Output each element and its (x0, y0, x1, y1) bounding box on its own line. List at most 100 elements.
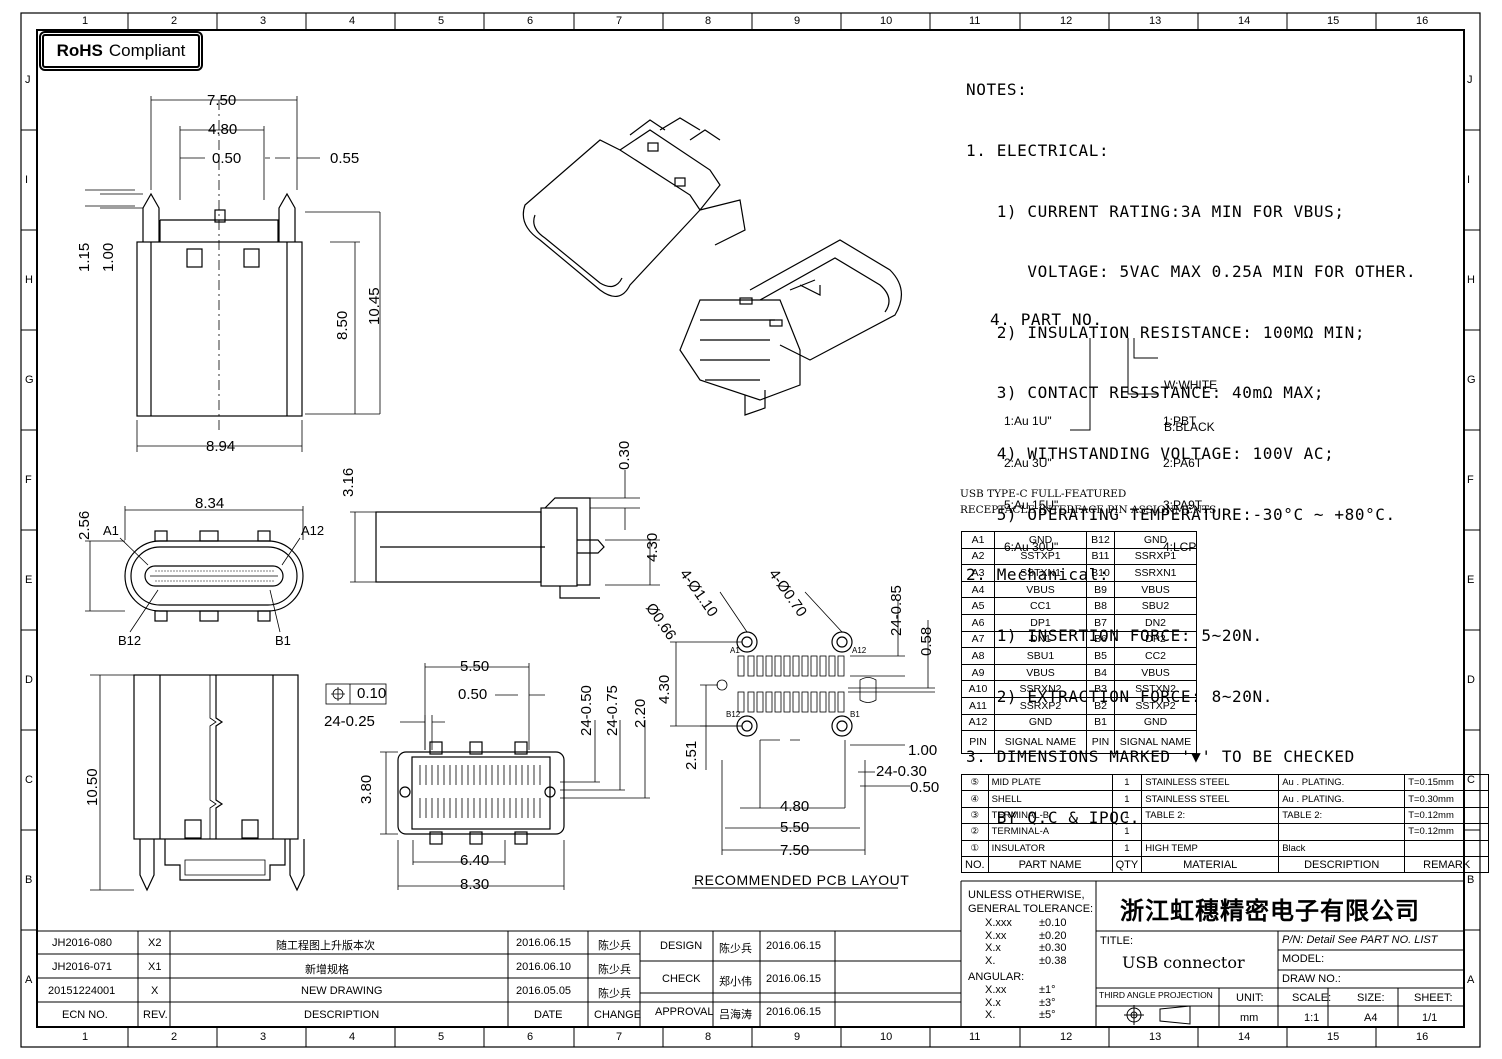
pin-signal-cell: SSTXN1 (994, 564, 1087, 582)
ang-key: X.xx (985, 984, 1007, 996)
scale-label: SCALE: (1292, 992, 1332, 1004)
pin-table-title-line: RECEPTACLE INTERFACE PIN ASSIGNMENTS (960, 504, 1217, 516)
dim-p2430: 24-0.30 (876, 763, 927, 780)
rev-header-ecn: ECN NO. (62, 1009, 108, 1021)
grid-col: 15 (1327, 15, 1340, 27)
iso-view-2 (679, 239, 902, 416)
rev-change: 陈少兵 (598, 988, 631, 1000)
rev-change: 陈少兵 (598, 964, 631, 976)
grid-row: E (25, 574, 33, 586)
rev-code: X (151, 985, 159, 997)
grid-row: I (1467, 174, 1471, 186)
pin-table-title-line: USB TYPE-C FULL-FEATURED (960, 488, 1127, 500)
rev-ecn: JH2016-080 (52, 937, 112, 949)
approval-name: 吕海涛 (719, 1009, 752, 1021)
grid-row: F (1467, 474, 1474, 486)
grid-row: J (25, 74, 31, 86)
tolerance-block: UNLESS OTHERWISE, GENERAL TOLERANCE: (968, 888, 1093, 916)
notes-line: 1. ELECTRICAL: (966, 141, 1110, 161)
bom-header-cell: QTY (1111, 855, 1143, 874)
notes-line: 3) CONTACT RESISTANCE: 40mΩ MAX; (966, 383, 1325, 403)
bom-header-cell: REMARK (1404, 855, 1490, 874)
pin-header-cell: PIN (1086, 730, 1115, 755)
tol-position: 0.10 (357, 685, 387, 702)
tol-key: X. (985, 954, 996, 967)
grid-row: H (1467, 274, 1475, 286)
tol-key: X.x (985, 942, 1001, 954)
grid-col: 5 (438, 15, 445, 27)
grid-col: 16 (1416, 1031, 1429, 1043)
title-label: TITLE: (1100, 935, 1134, 947)
side-view-long-dims (90, 674, 134, 891)
rev-ecn: 20151224001 (48, 985, 116, 997)
grid-ticks (21, 13, 1480, 1047)
notes-line: 4) WITHSTANDING VOLTAGE: 100V AC; (966, 444, 1335, 464)
pcb-pads (737, 655, 845, 713)
tol-val: ±0.20 (1039, 929, 1067, 942)
unit-value: mm (1240, 1012, 1259, 1024)
grid-col: 10 (880, 15, 893, 27)
grid-row: B (1467, 874, 1475, 886)
rev-date: 2016.06.15 (516, 937, 572, 949)
draw-no-label: DRAW NO.: (1282, 973, 1341, 985)
grid-col: 11 (969, 1031, 981, 1043)
rev-code: X2 (148, 937, 162, 949)
ang-val: ±1° (1039, 984, 1056, 996)
pin-id-cell: A6 (961, 613, 995, 632)
grid-col: 15 (1327, 1031, 1340, 1043)
grid-col: 2 (171, 15, 178, 27)
grid-col: 6 (527, 15, 534, 27)
dim-pin-width: 0.50 (212, 150, 242, 167)
plating-code: 5:Au 15U" (1004, 498, 1059, 512)
pcb-b12: B12 (726, 710, 741, 719)
pin-id-cell: A1 (961, 531, 995, 549)
rohs-label: RoHS (56, 41, 103, 60)
rev-date: 2016.06.10 (516, 961, 572, 973)
ang-key: X. (985, 1009, 996, 1021)
ang-val: ±5° (1039, 1009, 1056, 1021)
grid-row: H (25, 274, 33, 286)
approval-date: 2016.06.15 (766, 973, 822, 985)
rev-code: X1 (148, 961, 162, 973)
pin-header-cell: PIN (961, 730, 995, 755)
dim-w050: 0.50 (458, 686, 488, 703)
grid-row: C (25, 774, 33, 786)
grid-col: 4 (349, 1031, 356, 1043)
rev-header-rev: REV. (143, 1009, 168, 1021)
grid-row: E (1467, 574, 1475, 586)
dim-p550: 5.50 (780, 819, 810, 836)
plating-code: 1:Au 1U" (1004, 414, 1052, 428)
color-code: W:WHITE (1164, 378, 1218, 392)
projection-label: THIRD ANGLE PROJECTION (1099, 990, 1213, 1000)
label-a1: A1 (103, 523, 119, 538)
grid-col: 5 (438, 1031, 445, 1043)
drawing-title: USB connector (1122, 953, 1245, 972)
tol-key: X.xxx (985, 917, 1012, 929)
grid-col: 8 (705, 1031, 712, 1043)
plating-code: 2:Au 3U" (1004, 456, 1052, 470)
material-code: 2:PA6T (1163, 456, 1203, 470)
tolerance-line: GENERAL TOLERANCE: (968, 903, 1094, 915)
dim-pitch: 24-0.25 (324, 713, 375, 730)
dim-inner-width: 4.80 (208, 121, 238, 138)
material-code: 3:PA9T (1163, 498, 1203, 512)
pin-header-cell: SIGNAL NAME (994, 730, 1087, 755)
pin-id-cell: B2 (1086, 696, 1115, 715)
pin-signal-cell: SSTXP2 (1114, 696, 1197, 715)
part-number: P/N: Detail See PART NO. LIST (1282, 934, 1438, 946)
grid-col: 13 (1149, 1031, 1162, 1043)
approval-date: 2016.06.15 (766, 1006, 822, 1018)
angular-label: ANGULAR: (968, 971, 1025, 983)
pin-signal-cell: DP2 (1114, 630, 1197, 649)
label-b12: B12 (118, 633, 142, 648)
top-view (136, 100, 303, 430)
grid-row: F (25, 474, 32, 486)
